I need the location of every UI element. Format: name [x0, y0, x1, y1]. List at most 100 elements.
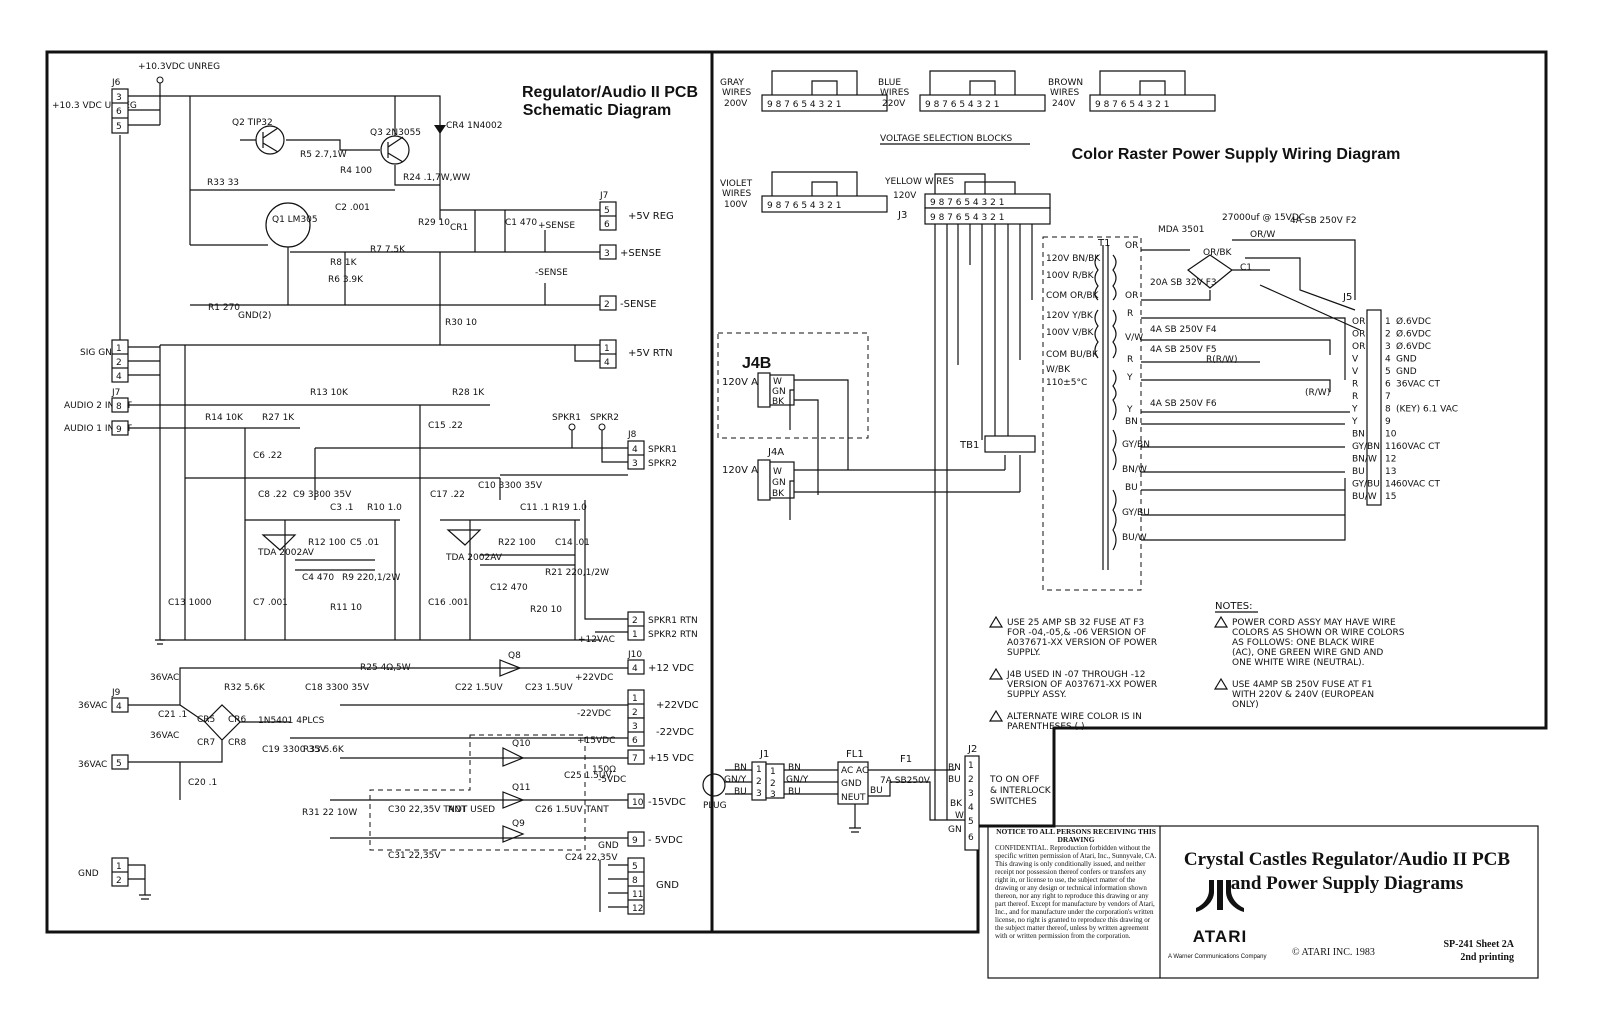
c7-label: C7 .001 — [253, 598, 288, 608]
q2-label: Q2 TIP32 — [232, 118, 273, 128]
m22vdc-label: -22VDC — [656, 727, 694, 738]
unreg-side-label: +10.3 VDC UNREG — [52, 101, 137, 111]
sense-minus-label: -SENSE — [620, 299, 656, 310]
svg-text:GY/BN: GY/BN — [1122, 440, 1150, 450]
svg-text:120V BN/BK: 120V BN/BK — [1046, 254, 1101, 264]
c22-label: C22 1.5UV — [455, 683, 503, 693]
sig-gnd-connector: 124 — [111, 339, 129, 383]
j5-pin-number: 6 — [1385, 380, 1391, 390]
cr4-label: CR4 1N4002 — [446, 121, 503, 131]
svg-text:W: W — [773, 467, 782, 477]
c11-label: C11 .1 — [520, 503, 549, 513]
onoff-label-3: SWITCHES — [990, 797, 1037, 807]
c1-wire-label: C1 — [1240, 263, 1252, 273]
block-volts-label: 100V — [724, 200, 748, 210]
j1-connector: 123 123 — [751, 761, 785, 801]
gnd-connector: 12 — [111, 857, 129, 887]
t1-label: T1 — [1097, 238, 1110, 249]
j4b-acout: 120V AC OUT — [722, 377, 790, 388]
m22-label: -22VDC — [577, 709, 611, 719]
atari-logo: ATARI — [1190, 878, 1250, 947]
note-marker-icon — [988, 615, 1004, 628]
svg-text:AC: AC — [856, 766, 868, 776]
block-pins: 9 8 7 6 5 4 3 2 1 — [925, 100, 999, 110]
svg-text:1: 1 — [604, 344, 610, 354]
sense-minus-top: -SENSE — [535, 268, 568, 278]
svg-text:1: 1 — [632, 630, 638, 640]
t1-core — [1102, 245, 1109, 570]
svg-text:3: 3 — [632, 459, 638, 469]
j4b-connector: W GN BK — [757, 372, 795, 408]
j8-label: J8 — [627, 430, 637, 440]
r4-label: R4 100 — [340, 166, 372, 176]
r32-label: R32 5.6K — [224, 683, 266, 693]
audio-connector: 8 9 — [111, 397, 129, 436]
c9-label: C9 3300 35V — [293, 490, 352, 500]
j2-gn: GN — [948, 825, 962, 835]
j5-pin-number: 2 — [1385, 330, 1391, 340]
r24-label: R24 .1,7W,WW — [403, 173, 470, 183]
r11-label: R11 10 — [330, 603, 362, 613]
svg-text:8: 8 — [116, 402, 122, 412]
voltage-blocks-title: VOLTAGE SELECTION BLOCKS — [880, 134, 1013, 144]
bridge-or-w: OR/W — [1250, 230, 1275, 240]
v36-b: 36VAC — [78, 701, 107, 711]
r21-label: R21 220,1/2W — [545, 568, 609, 578]
audio2-label: AUDIO 2 INPUT — [64, 401, 132, 411]
j5-pin-wire: BN — [1352, 430, 1365, 440]
j3-pins: 9 8 7 6 5 4 3 2 1 — [930, 213, 1004, 223]
onoff-label-1: TO ON OFF — [989, 775, 1040, 785]
svg-text:NEUT: NEUT — [841, 793, 866, 803]
r22-label: R22 100 — [498, 538, 536, 548]
svg-text:2: 2 — [632, 616, 638, 626]
gnd-wires — [128, 864, 151, 900]
notice-box: NOTICE TO ALL PERSONS RECEIVING THIS DRA… — [995, 828, 1157, 976]
svg-text:9: 9 — [632, 836, 638, 846]
svg-text:Y: Y — [1126, 373, 1133, 383]
j1-bn: BN — [788, 763, 801, 773]
c4-label: C4 470 — [302, 573, 334, 583]
j5-pin-number: 12 — [1385, 455, 1396, 465]
block-wire-label: GRAY — [720, 78, 744, 88]
cap-label: 27000uf @ 15VDC — [1222, 213, 1305, 223]
f1-label: F1 — [900, 754, 912, 765]
j2-bu: BU — [948, 775, 961, 785]
ground-symbol-1 — [155, 639, 165, 645]
c14-label: C14 .01 — [555, 538, 590, 548]
cr1-label: CR1 — [450, 223, 468, 233]
j9-label: J9 — [111, 688, 121, 698]
secondary-coils — [1112, 254, 1117, 551]
j1-gny: GN/Y — [786, 775, 809, 785]
q2-transistor — [189, 96, 285, 245]
j4b-label: J4B — [742, 355, 771, 372]
svg-text:BN: BN — [1125, 417, 1138, 427]
j5-pin-wire: R — [1352, 380, 1358, 390]
c17-label: C17 .22 — [430, 490, 465, 500]
j5-pin-number: 13 — [1385, 467, 1396, 477]
j5-pin-label: (KEY) 6.1 VAC — [1396, 405, 1458, 415]
plug-label: PLUG — [703, 801, 727, 811]
regulator-wires — [190, 244, 346, 305]
q8-reg — [499, 659, 522, 677]
drawing-title-line-2: and Power Supply Diagrams — [1230, 873, 1464, 894]
svg-text:2: 2 — [632, 708, 638, 718]
c10-label: C10 3300 35V — [478, 481, 543, 491]
j4a-wires — [789, 455, 1021, 520]
printing: 2nd printing — [1460, 952, 1514, 963]
c5-label: C5 .01 — [350, 538, 379, 548]
block-volts-label: 200V — [724, 99, 748, 109]
spkr1-label: SPKR1 — [552, 413, 581, 423]
j5-pin-number: 11 — [1385, 442, 1396, 452]
j5-pin-label: GND — [1396, 367, 1417, 377]
